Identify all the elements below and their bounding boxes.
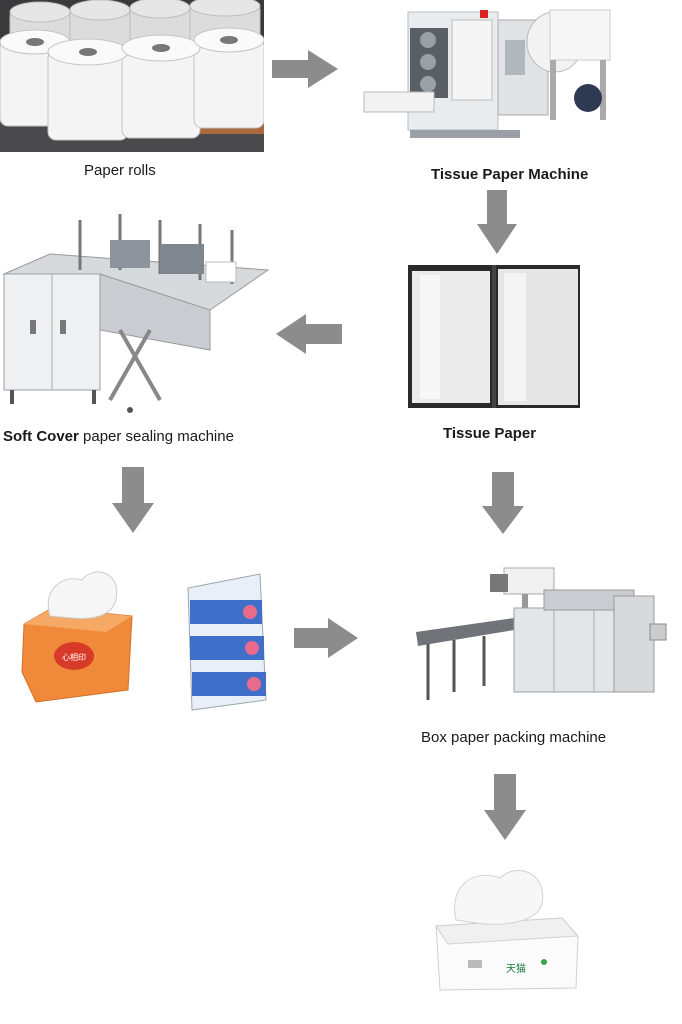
box-brand-text: 天猫 (506, 962, 526, 975)
boxed-tissue-image: 天猫 (412, 856, 588, 992)
paper-rolls-label: Paper rolls (84, 162, 156, 179)
box-packing-machine-label: Box paper packing machine (421, 729, 607, 746)
sealing-machine-label-bold: Soft Cover (3, 428, 79, 445)
arrow-right-icon (272, 50, 338, 88)
box-packing-machine-image (414, 560, 668, 712)
tissue-paper-label: Tissue Paper (443, 425, 537, 442)
sealing-machine-label-rest: paper sealing machine (78, 428, 234, 445)
soft-pack-tissues-image: 心相印 (12, 560, 270, 720)
sealing-machine-label: Soft Cover paper sealing machine (3, 428, 234, 445)
arrow-down-icon (484, 774, 526, 840)
sealing-machine-image (0, 200, 272, 414)
tissue-paper-machine-image (350, 0, 628, 150)
arrow-down-icon (112, 467, 154, 533)
tissue-paper-machine-label: Tissue Paper Machine (431, 166, 589, 183)
tissue-paper-image (408, 265, 580, 408)
arrow-left-icon (276, 314, 342, 354)
arrow-down-icon (482, 472, 524, 534)
paper-rolls-image (0, 0, 265, 152)
arrow-down-icon (477, 190, 517, 254)
arrow-right-icon (294, 618, 358, 658)
soft-pack-brand-text: 心相印 (62, 652, 86, 662)
